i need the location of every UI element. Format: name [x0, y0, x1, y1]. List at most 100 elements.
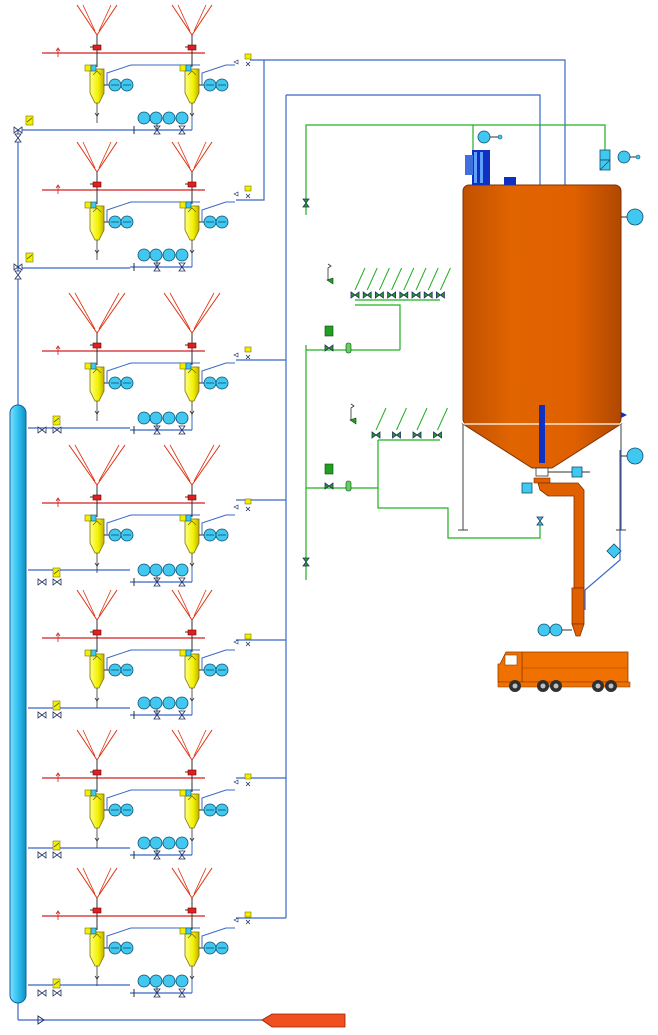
- gate-valve-icon[interactable]: [302, 557, 310, 567]
- outlet-valve-icon[interactable]: [233, 633, 252, 647]
- pressure-gauge-icon[interactable]: [215, 663, 229, 677]
- flow-instrument-icon[interactable]: [162, 836, 176, 850]
- flow-instrument-icon[interactable]: [149, 696, 163, 710]
- gate-valve-icon[interactable]: [37, 711, 47, 719]
- gate-valve-icon[interactable]: [37, 426, 47, 434]
- inlet-valve-icon[interactable]: [90, 769, 102, 776]
- flow-instrument-icon[interactable]: [149, 563, 163, 577]
- pressure-gauge-icon[interactable]: [120, 78, 134, 92]
- flow-instrument-icon[interactable]: [175, 111, 189, 125]
- inlet-valve-icon[interactable]: [185, 494, 197, 501]
- solenoid-valve-icon[interactable]: [52, 840, 61, 851]
- gate-valve-icon[interactable]: [324, 344, 334, 352]
- flow-instrument-icon[interactable]: [137, 248, 151, 262]
- gate-valve-icon[interactable]: [52, 426, 62, 434]
- gate-valve-icon[interactable]: [37, 851, 47, 859]
- gate-valve-icon[interactable]: [423, 291, 433, 299]
- pneumatic-pump-vessel[interactable]: [84, 927, 105, 967]
- pneumatic-pump-vessel[interactable]: [179, 649, 200, 689]
- flow-instrument-icon[interactable]: [162, 111, 176, 125]
- flow-instrument-icon[interactable]: [149, 836, 163, 850]
- flow-instrument-icon[interactable]: [149, 248, 163, 262]
- pressure-gauge-icon[interactable]: [108, 78, 122, 92]
- pressure-gauge-icon[interactable]: [203, 663, 217, 677]
- pneumatic-pump-vessel[interactable]: [179, 927, 200, 967]
- level-sensor-icon[interactable]: [621, 208, 644, 465]
- solenoid-valve-icon[interactable]: [52, 700, 61, 711]
- outlet-valve-icon[interactable]: [233, 911, 252, 925]
- gate-valve-icon[interactable]: [178, 710, 186, 720]
- flow-instrument-icon[interactable]: [137, 563, 151, 577]
- pressure-gauge-icon[interactable]: [108, 941, 122, 955]
- pressure-gauge-icon[interactable]: [215, 376, 229, 390]
- gate-valve-icon[interactable]: [13, 126, 23, 134]
- solenoid-valve-icon[interactable]: [324, 480, 352, 492]
- pressure-gauge-icon[interactable]: [215, 215, 229, 229]
- pneumatic-pump-vessel[interactable]: [179, 201, 200, 241]
- vent-valve-icon[interactable]: [599, 149, 641, 171]
- pressure-gauge-icon[interactable]: [120, 376, 134, 390]
- gate-valve-icon[interactable]: [178, 850, 186, 860]
- pressure-gauge-icon[interactable]: [120, 215, 134, 229]
- pressure-gauge-icon[interactable]: [203, 215, 217, 229]
- pressure-gauge-icon[interactable]: [120, 803, 134, 817]
- gate-valve-icon[interactable]: [302, 198, 310, 208]
- outlet-valve-icon[interactable]: [233, 346, 252, 360]
- flow-instrument-icon[interactable]: [162, 696, 176, 710]
- solenoid-valve-icon[interactable]: [25, 115, 34, 126]
- pressure-gauge-icon[interactable]: [108, 528, 122, 542]
- inlet-valve-icon[interactable]: [90, 181, 102, 188]
- gate-valve-icon[interactable]: [37, 989, 47, 997]
- pressure-gauge-icon[interactable]: [203, 803, 217, 817]
- gate-valve-icon[interactable]: [411, 291, 421, 299]
- solenoid-valve-icon[interactable]: [52, 415, 61, 426]
- flow-instrument-icon[interactable]: [149, 111, 163, 125]
- gate-valve-icon[interactable]: [178, 262, 186, 272]
- inlet-valve-icon[interactable]: [185, 44, 197, 51]
- pneumatic-pump-vessel[interactable]: [84, 514, 105, 554]
- dust-filter-icon[interactable]: [465, 130, 503, 185]
- gate-valve-icon[interactable]: [52, 851, 62, 859]
- pneumatic-pump-vessel[interactable]: [84, 64, 105, 104]
- flow-instrument-icon[interactable]: [137, 411, 151, 425]
- inlet-valve-icon[interactable]: [90, 44, 102, 51]
- outlet-valve-icon[interactable]: [233, 53, 252, 67]
- pressure-gauge-icon[interactable]: [108, 803, 122, 817]
- gate-valve-icon[interactable]: [178, 125, 186, 135]
- gate-valve-icon[interactable]: [14, 270, 22, 280]
- solenoid-valve-icon[interactable]: [25, 252, 34, 263]
- inlet-valve-icon[interactable]: [185, 342, 197, 349]
- pressure-relief-valve-icon[interactable]: [606, 543, 622, 559]
- gate-valve-icon[interactable]: [399, 291, 409, 299]
- pneumatic-pump-vessel[interactable]: [84, 789, 105, 829]
- pressure-gauge-icon[interactable]: [215, 941, 229, 955]
- outlet-valve-icon[interactable]: [233, 185, 252, 199]
- solenoid-valve-icon[interactable]: [52, 978, 61, 989]
- pressure-gauge-icon[interactable]: [108, 663, 122, 677]
- flow-instrument-icon[interactable]: [137, 696, 151, 710]
- pressure-switch-icon[interactable]: [326, 263, 334, 285]
- flow-instrument-icon[interactable]: [175, 696, 189, 710]
- flow-instrument-icon[interactable]: [137, 111, 151, 125]
- pressure-gauge-icon[interactable]: [203, 78, 217, 92]
- pneumatic-pump-vessel[interactable]: [84, 362, 105, 402]
- flow-instrument-icon[interactable]: [175, 411, 189, 425]
- gate-valve-icon[interactable]: [371, 431, 381, 439]
- gate-valve-icon[interactable]: [392, 431, 401, 439]
- gate-valve-icon[interactable]: [362, 291, 372, 299]
- pressure-switch-icon[interactable]: [349, 403, 357, 425]
- gate-valve-icon[interactable]: [387, 291, 396, 299]
- pneumatic-pump-vessel[interactable]: [179, 362, 200, 402]
- gate-valve-icon[interactable]: [324, 482, 334, 490]
- pressure-gauge-icon[interactable]: [203, 376, 217, 390]
- solenoid-valve-icon[interactable]: [324, 342, 352, 354]
- flow-instrument-icon[interactable]: [175, 974, 189, 988]
- gate-valve-icon[interactable]: [178, 988, 186, 998]
- gate-valve-icon[interactable]: [350, 291, 360, 299]
- flow-instrument-icon[interactable]: [162, 974, 176, 988]
- gate-valve-icon[interactable]: [178, 577, 186, 587]
- gate-valve-icon[interactable]: [178, 425, 186, 435]
- gate-valve-icon[interactable]: [52, 711, 62, 719]
- outlet-valve-icon[interactable]: [233, 498, 252, 512]
- pressure-gauge-icon[interactable]: [120, 528, 134, 542]
